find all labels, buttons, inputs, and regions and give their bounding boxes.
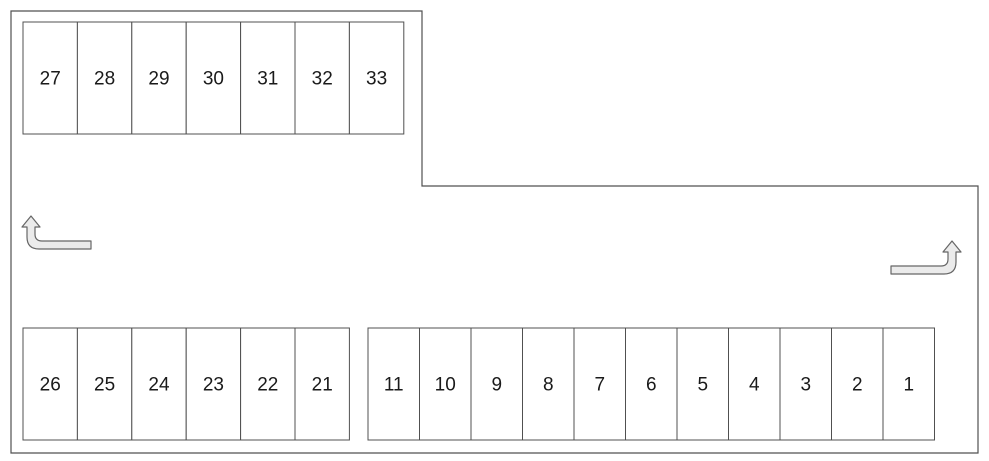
parking-space-4: 4 — [728, 327, 781, 441]
parking-space-10: 10 — [419, 327, 472, 441]
parking-space-26: 26 — [22, 327, 78, 441]
parking-space-number: 30 — [203, 69, 224, 90]
parking-space-22: 22 — [240, 327, 296, 441]
parking-space-number: 10 — [435, 375, 456, 396]
parking-space-box — [22, 327, 78, 441]
parking-space-30: 30 — [185, 21, 242, 135]
parking-space-box — [131, 327, 187, 441]
parking-space-32: 32 — [294, 21, 350, 135]
parking-space-8: 8 — [522, 327, 575, 441]
parking-space-box — [294, 21, 350, 135]
parking-space-number: 22 — [257, 375, 278, 396]
parking-space-number: 2 — [852, 375, 863, 396]
parking-space-box — [522, 327, 575, 441]
parking-space-box — [131, 21, 187, 135]
parking-space-box — [76, 327, 133, 441]
parking-space-box — [185, 327, 242, 441]
parking-space-box — [367, 327, 420, 441]
parking-space-number: 11 — [384, 375, 404, 396]
parking-space-27: 27 — [22, 21, 78, 135]
parking-space-box — [470, 327, 523, 441]
parking-space-24: 24 — [131, 327, 187, 441]
parking-space-number: 28 — [94, 69, 115, 90]
parking-space-number: 29 — [148, 69, 169, 90]
parking-space-21: 21 — [294, 327, 350, 441]
parking-space-number: 21 — [312, 375, 333, 396]
parking-space-1: 1 — [882, 327, 935, 441]
parking-space-number: 8 — [543, 375, 554, 396]
parking-space-number: 3 — [800, 375, 811, 396]
bottom-right-parking-row: 11 10 9 8 7 6 5 4 3 2 1 — [367, 327, 935, 441]
parking-space-number: 26 — [40, 375, 61, 396]
parking-space-25: 25 — [76, 327, 133, 441]
parking-space-number: 9 — [491, 375, 502, 396]
parking-space-number: 32 — [312, 69, 333, 90]
parking-space-5: 5 — [676, 327, 729, 441]
parking-space-box — [294, 327, 350, 441]
bottom-left-parking-row: 26 25 24 23 22 21 — [22, 327, 350, 441]
parking-space-number: 5 — [697, 375, 708, 396]
parking-space-number: 7 — [594, 375, 605, 396]
parking-space-number: 31 — [257, 69, 278, 90]
parking-space-number: 6 — [646, 375, 657, 396]
parking-space-number: 27 — [40, 69, 61, 90]
right-turn-up-arrow-icon — [890, 240, 962, 275]
parking-space-7: 7 — [573, 327, 626, 441]
parking-space-box — [728, 327, 781, 441]
parking-space-9: 9 — [470, 327, 523, 441]
parking-space-number: 24 — [148, 375, 170, 396]
parking-space-29: 29 — [131, 21, 187, 135]
parking-space-box — [831, 327, 884, 441]
parking-space-number: 23 — [203, 375, 224, 396]
parking-space-number: 4 — [749, 375, 760, 396]
parking-space-2: 2 — [831, 327, 884, 441]
parking-space-box — [676, 327, 729, 441]
parking-space-6: 6 — [625, 327, 678, 441]
parking-space-number: 1 — [903, 375, 914, 396]
parking-space-11: 11 — [367, 327, 420, 441]
left-turn-up-arrow-icon — [21, 215, 92, 250]
top-parking-row: 27 28 29 30 31 32 33 — [22, 21, 405, 135]
parking-space-3: 3 — [779, 327, 832, 441]
parking-space-box — [419, 327, 472, 441]
parking-space-number: 33 — [366, 69, 387, 90]
parking-space-box — [240, 327, 296, 441]
parking-space-box — [348, 21, 405, 135]
parking-space-box — [76, 21, 133, 135]
parking-space-box — [625, 327, 678, 441]
parking-space-box — [882, 327, 935, 441]
lot-boundary — [10, 10, 979, 454]
parking-space-number: 25 — [94, 375, 115, 396]
parking-space-33: 33 — [348, 21, 405, 135]
parking-space-box — [573, 327, 626, 441]
parking-space-28: 28 — [76, 21, 133, 135]
parking-space-31: 31 — [240, 21, 296, 135]
parking-space-23: 23 — [185, 327, 242, 441]
